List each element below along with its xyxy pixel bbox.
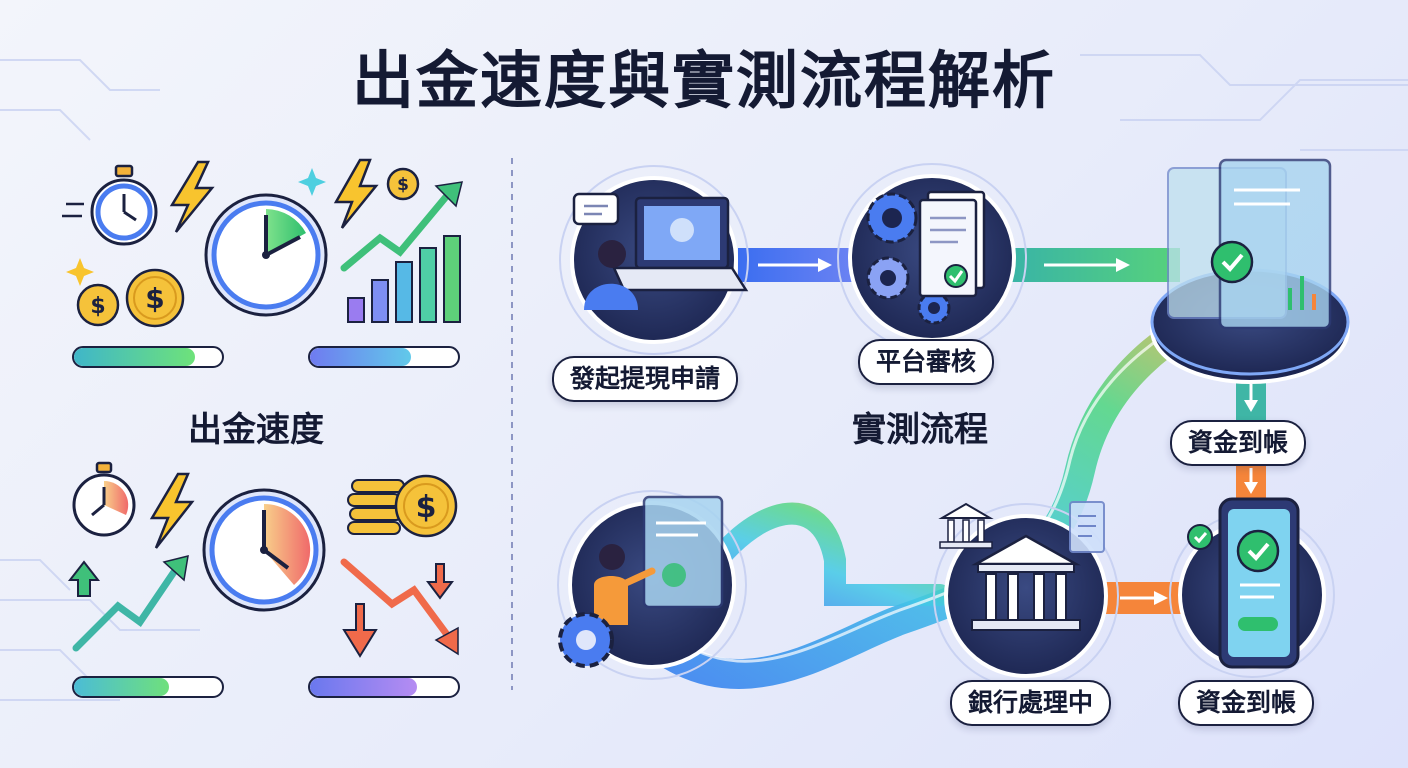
progress-bar	[308, 676, 460, 698]
arrow-up-icon	[67, 560, 101, 597]
circuit-lines-decoration	[0, 54, 1408, 701]
bank-building-icon	[971, 534, 1081, 631]
screen-panel-icon	[1167, 158, 1332, 330]
arrow-head-icon	[162, 554, 189, 582]
falling-trend-line-icon	[340, 558, 452, 640]
arrow-head-icon	[434, 626, 459, 656]
step-label-platform-review: 平台審核	[858, 339, 995, 385]
sparkle-icon	[66, 258, 94, 286]
check-icon	[1187, 524, 1213, 550]
step-label-funds-arrived-final: 資金到帳	[1178, 680, 1315, 726]
lightning-bolt-icon	[169, 160, 215, 233]
document-icon	[918, 190, 986, 298]
person-icon	[594, 544, 656, 625]
coin-icon: $	[386, 167, 420, 201]
step-label-bank-processing: 銀行處理中	[950, 680, 1112, 726]
gear-icon	[866, 256, 910, 300]
flow-arrow-5	[1100, 582, 1186, 614]
check-icon	[1236, 529, 1280, 573]
coin-icon: $	[125, 268, 185, 328]
step-2-node	[837, 163, 1027, 353]
chat-bubble-icon	[572, 192, 620, 226]
smartphone-icon	[1218, 497, 1300, 669]
small-bank-icon	[938, 502, 994, 549]
fast-speed-group: $ $	[62, 158, 464, 328]
rising-bar-chart-icon	[340, 181, 464, 323]
rising-trend-line-icon	[72, 562, 182, 652]
gear-icon	[558, 612, 614, 668]
page-title: 出金速度與實測流程解析	[351, 44, 1056, 117]
section-label-speed: 出金速度	[188, 410, 324, 450]
clock-icon	[202, 488, 326, 612]
step-5-node	[933, 503, 1119, 689]
person-icon	[584, 240, 638, 310]
slow-speed-group: $	[67, 461, 459, 658]
lightning-bolt-icon	[149, 472, 195, 549]
arrow-down-icon	[342, 603, 378, 658]
svg-text:$: $	[90, 294, 105, 319]
stopwatch-icon	[62, 164, 158, 246]
step-3-node	[1150, 158, 1350, 384]
coin-stack-icon: $	[347, 474, 458, 538]
step-label-funds-arrived: 資金到帳	[1170, 420, 1307, 466]
arrow-down-icon	[426, 563, 454, 600]
progress-bar	[72, 346, 224, 368]
clock-icon	[204, 193, 328, 317]
step-label-submit-request: 發起提現申請	[552, 356, 739, 402]
section-label-process: 實測流程	[852, 410, 988, 450]
flow-arrow-4	[1236, 460, 1266, 500]
progress-bar	[308, 346, 460, 368]
lightning-bolt-icon	[333, 158, 379, 229]
step-4-node	[557, 490, 747, 680]
gear-icon	[917, 291, 951, 325]
sparkle-icon	[298, 168, 326, 196]
document-icon	[1069, 501, 1105, 553]
check-icon	[1210, 240, 1254, 284]
step-1-node	[559, 165, 749, 355]
screen-panel-icon	[642, 495, 724, 609]
svg-text:$: $	[416, 490, 437, 525]
stopwatch-icon	[72, 461, 136, 537]
svg-text:$: $	[397, 175, 409, 195]
coin-icon: $	[76, 283, 120, 327]
svg-text:$: $	[145, 282, 164, 315]
step-6-node	[1169, 497, 1335, 678]
flow-arrow-2	[1010, 248, 1180, 282]
gear-icon	[866, 192, 918, 244]
progress-bar	[72, 676, 224, 698]
laptop-icon	[612, 196, 749, 292]
